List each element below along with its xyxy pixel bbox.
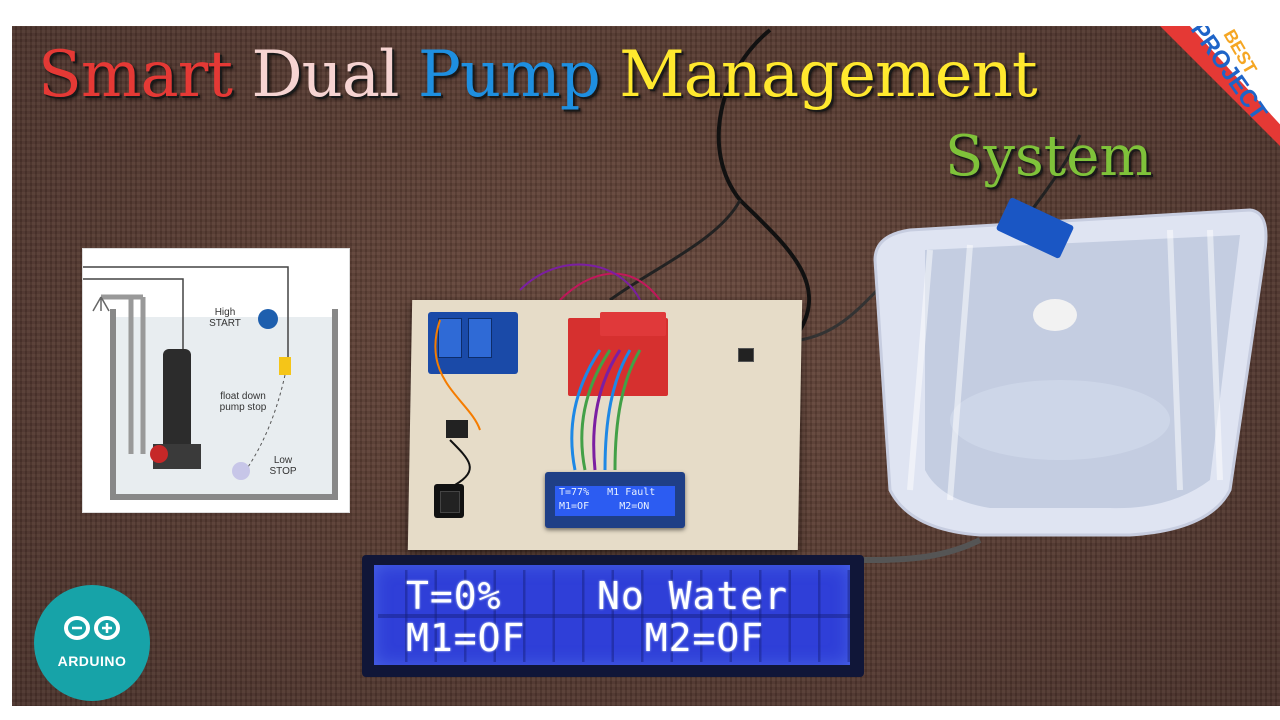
arduino-logo: ARDUINO [34, 585, 150, 701]
relay-module [428, 312, 518, 374]
lcd-line-1: T=0% No Water [406, 574, 789, 618]
title-word-smart: Smart [38, 38, 233, 112]
title-word-pump: Pump [417, 38, 601, 112]
title-word-system: System [945, 124, 1153, 189]
pump-diagram: High START float down pump stop Low STOP [82, 248, 350, 513]
lcd-screen [374, 565, 850, 665]
left-border [0, 0, 12, 720]
title-line-1: Smart Dual Pump Management [38, 38, 1038, 112]
lcd-line-2: M1=OF M2=OF [406, 616, 765, 660]
diagram-label-high: High START [209, 307, 241, 329]
arduino-label: ARDUINO [57, 653, 127, 669]
diagram-label-low: Low STOP [269, 455, 297, 477]
board-lcd: T=77% M1 Fault M1=OF M2=ON [545, 472, 685, 528]
bottom-border [0, 706, 1280, 720]
board-lcd-line2: M1=OF M2=ON [559, 501, 650, 512]
board-lcd-line1: T=77% M1 Fault [559, 487, 656, 498]
title-word-dual: Dual [251, 38, 399, 112]
buzzer [738, 348, 754, 362]
switch-module [446, 420, 468, 438]
rocker-switch [434, 484, 464, 518]
power-module [600, 312, 666, 336]
lcd-display [362, 555, 864, 677]
infinity-icon [64, 616, 121, 640]
top-border [0, 0, 1280, 26]
best-project-badge: BEST PROJECT [1138, 0, 1280, 146]
board-lcd-screen: T=77% M1 Fault M1=OF M2=ON [555, 486, 675, 516]
water-container [873, 197, 1268, 537]
diagram-label-float: float down pump stop [219, 391, 267, 413]
title-word-management: Management [619, 38, 1037, 112]
